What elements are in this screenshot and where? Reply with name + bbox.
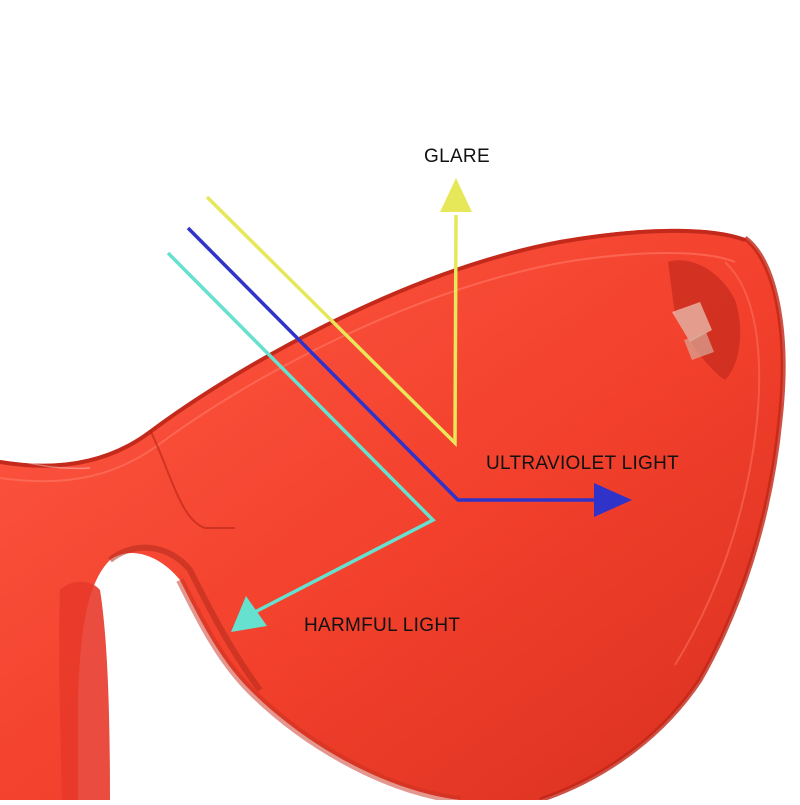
lens-body: [0, 228, 784, 801]
lens-top-rim: [0, 228, 746, 468]
lens-right-inner-edge: [674, 261, 761, 666]
lens-inner-rim: [0, 252, 736, 483]
uv-ray: [186, 226, 600, 502]
uv-arrow-icon: [594, 483, 632, 517]
hinge-icon: [672, 302, 712, 342]
nose-bridge: [108, 544, 263, 692]
temple-piece: [59, 581, 110, 800]
harmful-ray: [166, 251, 436, 614]
glare-label: GLARE: [424, 146, 490, 167]
harmful-arrow-icon: [231, 596, 267, 632]
lens-right-edge: [539, 235, 786, 803]
glare-ray: [205, 195, 458, 448]
harmful-light-label: HARMFUL LIGHT: [304, 615, 461, 636]
ultraviolet-light-label: ULTRAVIOLET LIGHT: [486, 453, 680, 474]
glare-arrow-icon: [440, 178, 472, 212]
lens-lower-band: [176, 578, 461, 804]
